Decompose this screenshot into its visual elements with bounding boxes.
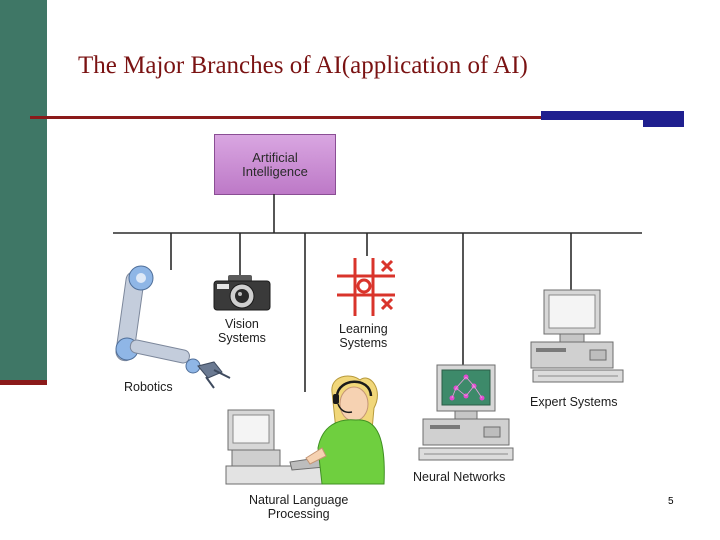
label-expert-line1: Expert Systems xyxy=(530,395,618,409)
expert-system-computer-icon xyxy=(530,289,624,383)
tic-tac-toe-icon xyxy=(337,258,395,316)
robot-arm-icon xyxy=(115,265,231,389)
title-rule xyxy=(30,116,542,119)
person-with-headset-icon xyxy=(225,375,385,485)
page-number: 5 xyxy=(668,496,674,507)
label-learning-line1: Learning xyxy=(339,322,388,336)
root-node-label: Artificial Intelligence xyxy=(242,149,308,179)
label-nlp-line2: Processing xyxy=(267,507,330,521)
root-label-line1: Artificial xyxy=(252,149,298,165)
label-nlp-line1: Natural Language xyxy=(249,493,349,507)
label-expert-systems: Expert Systems xyxy=(530,395,618,409)
label-neural-line1: Neural Networks xyxy=(413,470,506,484)
label-robotics: Robotics xyxy=(124,380,173,394)
left-sidebar-bar xyxy=(0,0,47,385)
label-learning-systems: Learning Systems xyxy=(339,322,388,350)
neural-network-computer-icon xyxy=(418,364,514,461)
camera-icon xyxy=(213,275,271,311)
left-sidebar-edge xyxy=(0,380,47,385)
label-learning-line2: Systems xyxy=(339,336,388,350)
label-robotics-line1: Robotics xyxy=(124,380,173,394)
connector-lines xyxy=(113,194,642,392)
title-accent-bar xyxy=(541,111,684,120)
root-label-line2: Intelligence xyxy=(242,163,308,179)
root-node-artificial-intelligence: Artificial Intelligence xyxy=(214,134,336,195)
label-vision-systems: Vision Systems xyxy=(218,317,266,345)
label-vision-line1: Vision xyxy=(225,317,259,331)
title-accent-bar-lower xyxy=(643,120,684,127)
label-neural-networks: Neural Networks xyxy=(413,470,505,484)
label-natural-language-processing: Natural Language Processing xyxy=(249,493,348,521)
slide-title: The Major Branches of AI(application of … xyxy=(78,52,528,79)
label-vision-line2: Systems xyxy=(218,331,266,345)
